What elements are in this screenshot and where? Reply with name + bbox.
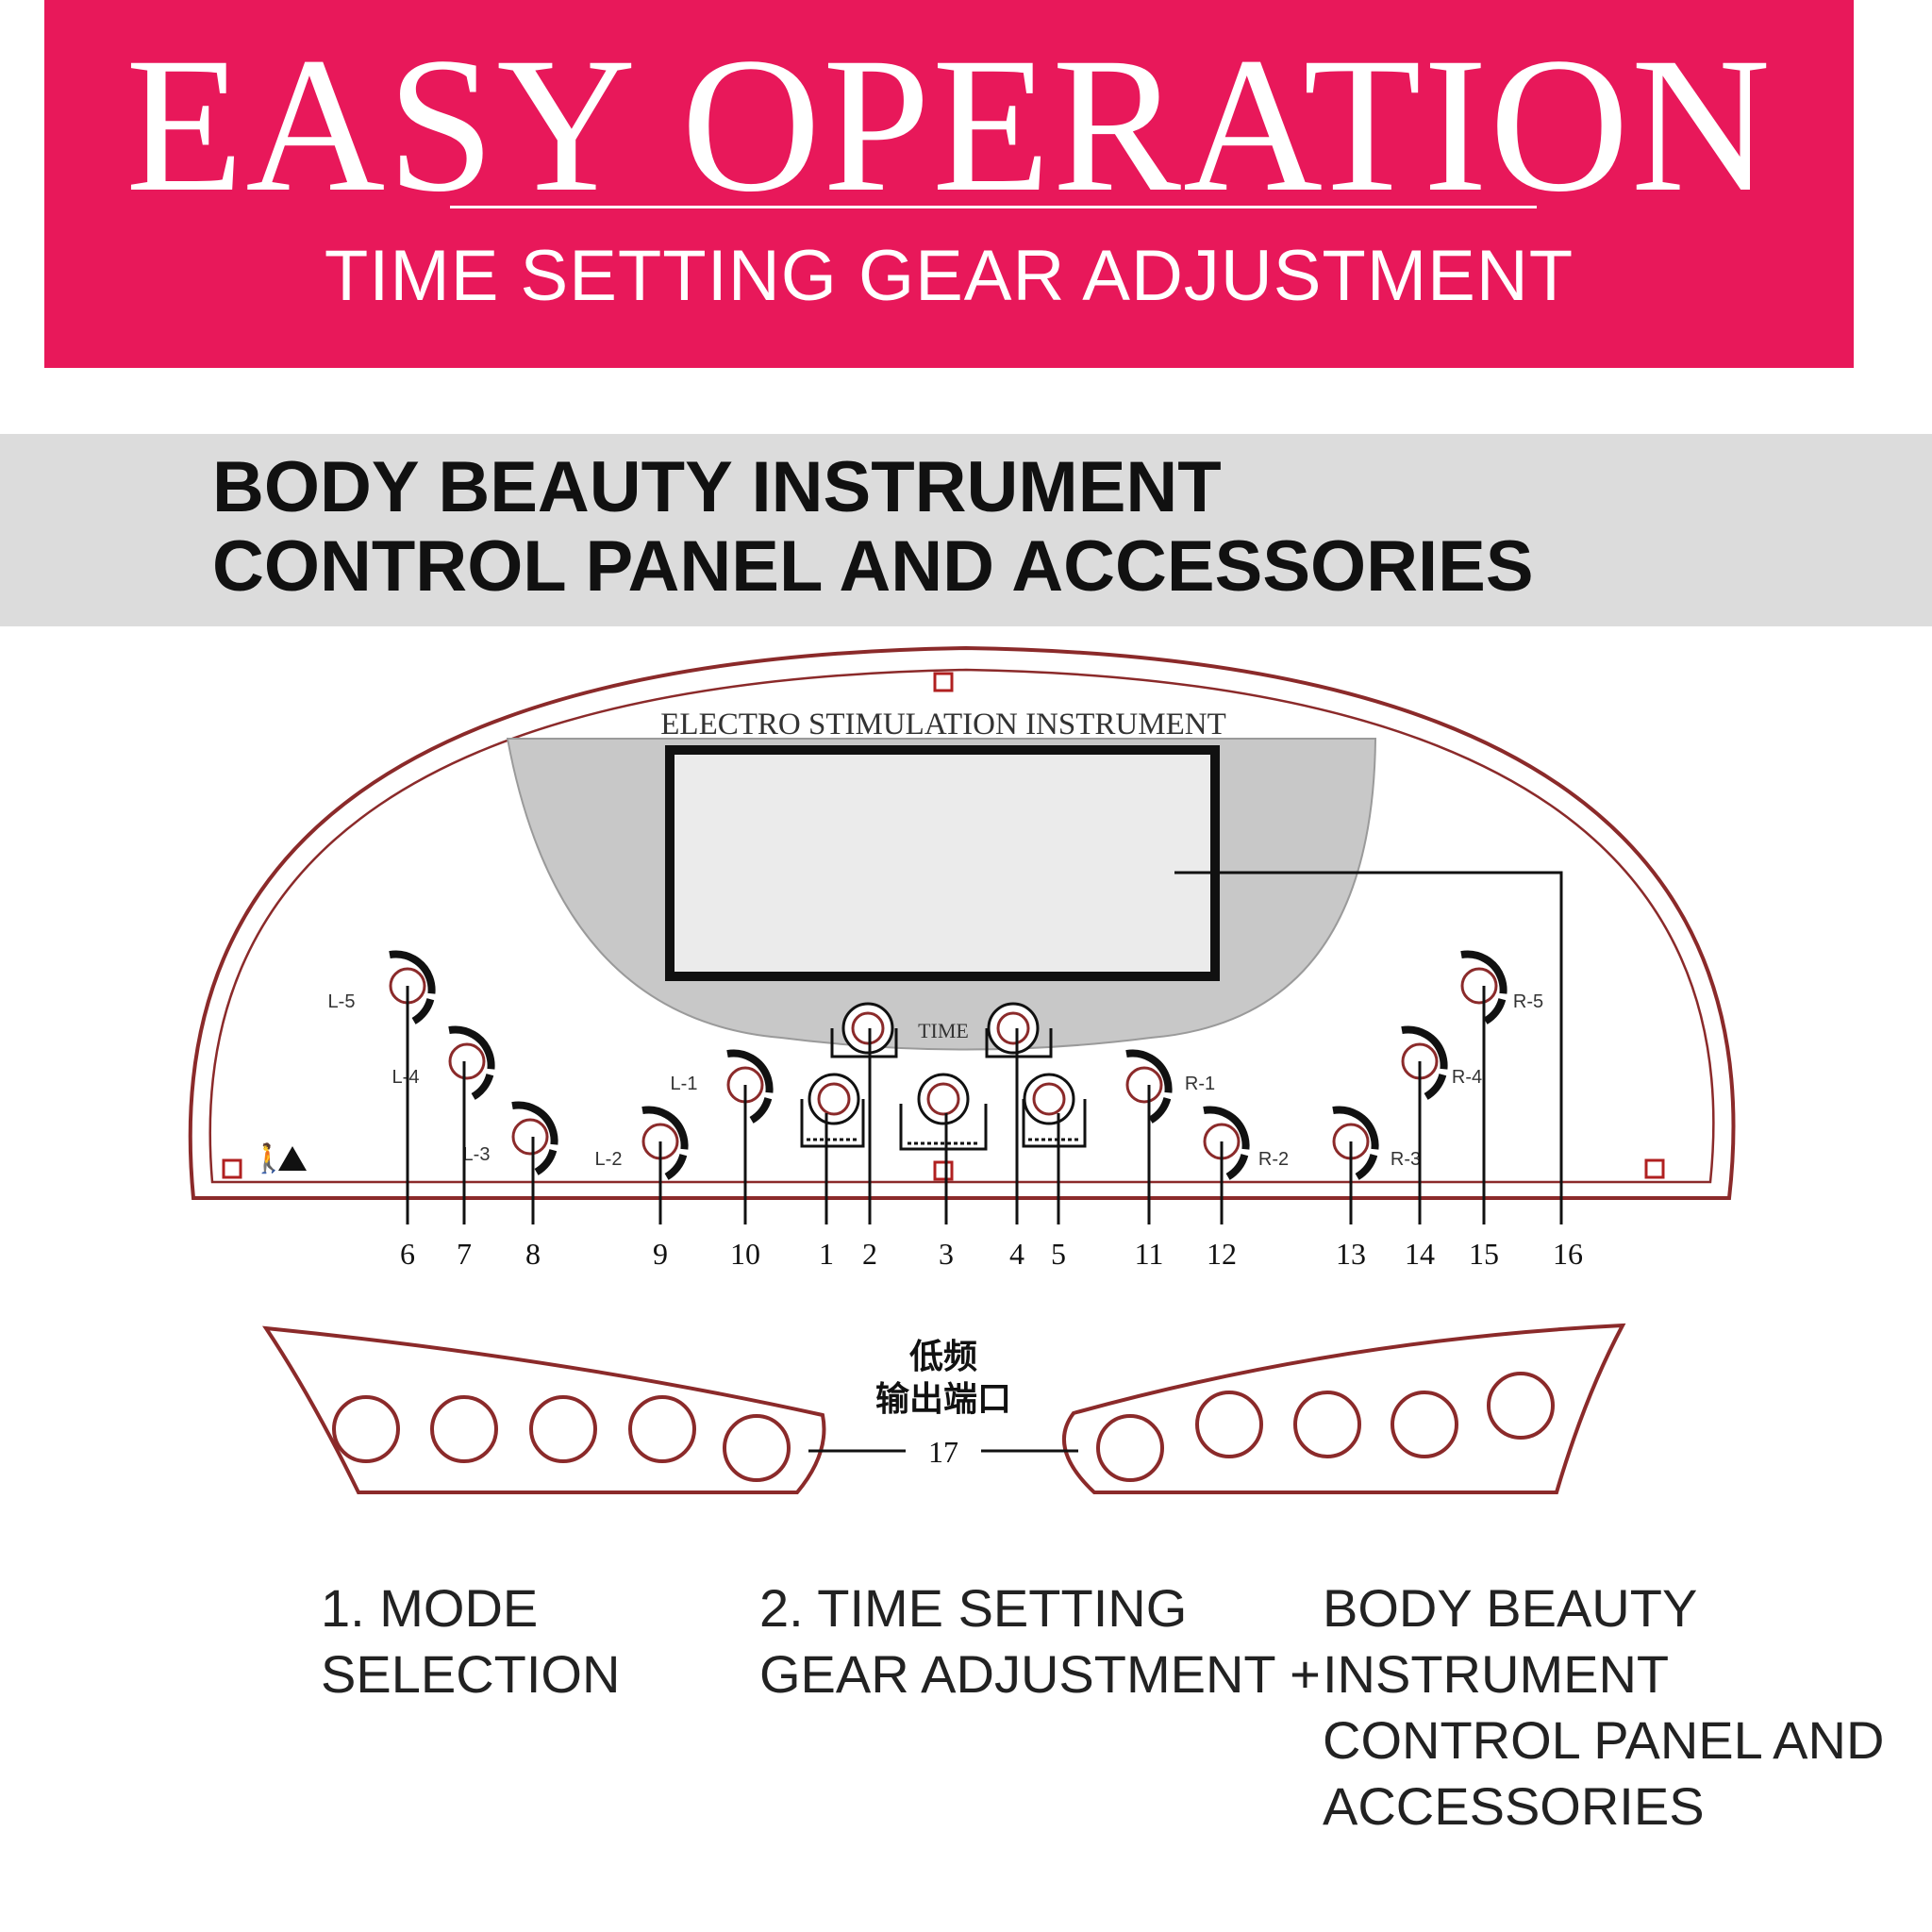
callout-number: 13: [1336, 1237, 1366, 1271]
header-banner: EASY OPERATION TIME SETTING GEAR ADJUSTM…: [44, 0, 1854, 368]
caption-time-line-2: GEAR ADJUSTMENT +: [759, 1644, 1321, 1704]
caption-time-line-1: 2. TIME SETTING: [759, 1578, 1188, 1638]
channel-label: L-1: [671, 1074, 698, 1094]
callout-number: 8: [525, 1237, 541, 1271]
electrode-port-right[interactable]: [1391, 1391, 1458, 1458]
channel-label: L-4: [392, 1067, 420, 1088]
caption-panel-line-4: ACCESSORIES: [1323, 1776, 1705, 1836]
panel-housing-inner: [208, 668, 1715, 1184]
channel-label: R-2: [1258, 1149, 1289, 1170]
callout-number: 2: [862, 1237, 877, 1271]
callout-number: 12: [1207, 1237, 1237, 1271]
accessory-pad-left: [261, 1325, 826, 1494]
callout-number: 4: [1009, 1237, 1024, 1271]
channel-label: L-5: [328, 991, 356, 1012]
caption-time-setting: 2. TIME SETTING GEAR ADJUSTMENT +: [759, 1575, 1321, 1707]
accessory-label-line-1: 低频: [909, 1338, 977, 1376]
knob-l-1[interactable]: [726, 1049, 774, 1124]
knob-l-3[interactable]: [511, 1101, 558, 1175]
button-time-up[interactable]: [985, 1002, 1053, 1058]
knob-l-2[interactable]: [641, 1106, 689, 1180]
banner-title: EASY OPERATION: [125, 18, 1773, 232]
channel-label: R-5: [1513, 991, 1543, 1012]
callout-number: 15: [1469, 1237, 1499, 1271]
callout-number: 3: [939, 1237, 954, 1271]
caption-control-panel: BODY BEAUTY INSTRUMENT CONTROL PANEL AND…: [1323, 1575, 1884, 1840]
knob-r-4[interactable]: [1401, 1025, 1448, 1100]
electrode-ports: [332, 1372, 1555, 1482]
channel-knobs: L-5L-4L-3 L-2 L-1 R-1R-2 R-3 R-4 R-5: [328, 950, 1543, 1180]
caption-mode: 1. MODE SELECTION: [321, 1575, 620, 1707]
indicator-light-center: [933, 1160, 954, 1181]
caption-mode-line-1: 1. MODE: [321, 1578, 539, 1638]
time-label: TIME: [918, 1019, 969, 1042]
lcd-screen: [675, 755, 1210, 972]
channel-label: L-3: [463, 1144, 491, 1165]
callout-number: 6: [400, 1237, 415, 1271]
electrode-port-right[interactable]: [1487, 1372, 1555, 1440]
button-mode-right[interactable]: [1022, 1073, 1087, 1148]
callout-number: 1: [819, 1237, 834, 1271]
knob-r-3[interactable]: [1332, 1106, 1379, 1180]
section-band: [0, 434, 1932, 626]
electrode-port-left[interactable]: [529, 1395, 597, 1463]
button-time-down[interactable]: [830, 1002, 898, 1058]
indicator-light-left: [222, 1158, 242, 1179]
banner-subtitle: TIME SETTING GEAR ADJUSTMENT: [324, 236, 1574, 316]
channel-label: L-2: [595, 1149, 623, 1170]
channel-label: R-4: [1452, 1067, 1482, 1088]
accessory-label-line-2: 输出端口: [875, 1380, 1011, 1419]
electrode-port-left[interactable]: [628, 1395, 696, 1463]
electrode-port-left[interactable]: [332, 1395, 400, 1463]
accessory-pad-right: [1061, 1323, 1626, 1494]
channel-label: R-1: [1185, 1074, 1215, 1094]
callout-number: 7: [457, 1237, 472, 1271]
panel-title: ELECTRO STIMULATION INSTRUMENT: [660, 708, 1225, 741]
knob-l-5[interactable]: [389, 950, 436, 1024]
callout-number: 11: [1135, 1237, 1164, 1271]
indicator-light-top: [933, 672, 954, 692]
electrode-port-left[interactable]: [723, 1414, 791, 1482]
panel-housing-outer: [188, 645, 1736, 1200]
caption-mode-line-2: SELECTION: [321, 1644, 621, 1704]
warning-icon: [278, 1146, 307, 1171]
callout-number: 10: [730, 1237, 760, 1271]
banner-divider: [450, 206, 1537, 208]
electrode-port-right[interactable]: [1096, 1414, 1164, 1482]
callout-number: 16: [1553, 1237, 1583, 1271]
electrode-port-right[interactable]: [1293, 1391, 1361, 1458]
indicator-light-right: [1644, 1158, 1665, 1179]
section-title-line-1: BODY BEAUTY INSTRUMENT: [212, 447, 1222, 527]
accessory-callout: 17: [928, 1435, 958, 1469]
section-title: BODY BEAUTY INSTRUMENT CONTROL PANEL AND…: [212, 448, 1534, 607]
caption-panel-line-1: BODY BEAUTY: [1323, 1578, 1698, 1638]
callout-leaders: [406, 871, 1563, 1224]
knob-r-2[interactable]: [1203, 1106, 1250, 1180]
electrode-port-left[interactable]: [430, 1395, 498, 1463]
callout-leader: [1174, 871, 1563, 1224]
knob-r-1[interactable]: [1125, 1049, 1173, 1124]
electrode-port-right[interactable]: [1195, 1391, 1263, 1458]
caption-panel-line-2: INSTRUMENT: [1323, 1644, 1670, 1704]
section-title-line-2: CONTROL PANEL AND ACCESSORIES: [212, 526, 1534, 607]
button-mode-left[interactable]: [800, 1073, 865, 1148]
callout-number: 5: [1051, 1237, 1066, 1271]
knob-r-5[interactable]: [1460, 950, 1507, 1024]
callout-number: 14: [1405, 1237, 1435, 1271]
caption-panel-line-3: CONTROL PANEL AND: [1323, 1710, 1885, 1770]
knob-l-4[interactable]: [448, 1025, 495, 1100]
callout-number: 9: [653, 1237, 668, 1271]
channel-label: R-3: [1391, 1149, 1421, 1170]
button-start[interactable]: [899, 1073, 988, 1151]
